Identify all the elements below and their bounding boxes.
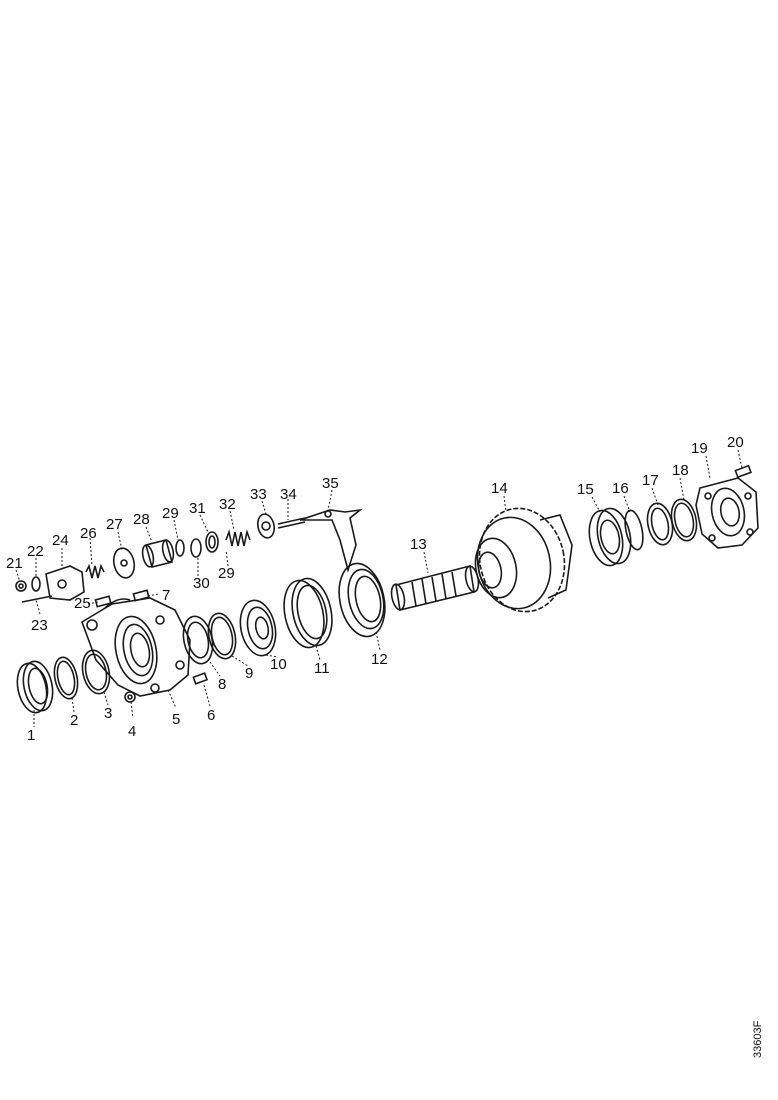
part-35 [299, 508, 363, 573]
part-26 [85, 563, 105, 579]
part-7 [132, 589, 150, 602]
callout-numbers: 1 2 3 4 5 6 7 8 9 10 11 12 13 14 15 16 1… [6, 434, 744, 744]
part-22 [31, 576, 41, 592]
label-1: 1 [27, 727, 35, 744]
part-23 [21, 595, 53, 603]
label-16: 16 [612, 480, 629, 497]
label-29: 29 [162, 505, 179, 522]
label-13: 13 [410, 536, 427, 553]
part-6 [192, 672, 209, 685]
label-22: 22 [27, 543, 44, 560]
part-29 [175, 539, 185, 557]
label-5: 5 [172, 711, 180, 728]
part-32 [225, 529, 251, 547]
part-2 [53, 656, 79, 700]
part-19 [695, 477, 759, 549]
label-12: 12 [371, 651, 388, 668]
label-11: 11 [314, 660, 330, 677]
part-30 [190, 538, 202, 558]
label-9: 9 [245, 665, 253, 682]
part-9 [207, 612, 237, 660]
part-27 [112, 547, 136, 579]
part-21 [15, 580, 27, 592]
label-19: 19 [691, 440, 708, 457]
part-28 [141, 539, 175, 568]
part-4 [124, 691, 136, 703]
part-25 [94, 595, 112, 608]
label-14: 14 [491, 480, 508, 497]
part-1 [16, 660, 54, 714]
label-21: 21 [6, 555, 23, 572]
label-20: 20 [727, 434, 744, 451]
part-12 [338, 562, 386, 638]
part-11 [283, 577, 333, 649]
label-29-b: 29 [218, 565, 235, 582]
label-35: 35 [322, 475, 339, 492]
label-34: 34 [280, 486, 297, 503]
part-14 [474, 507, 573, 613]
label-3: 3 [104, 705, 112, 722]
label-32: 32 [219, 496, 236, 513]
label-6: 6 [207, 707, 215, 724]
part-13 [390, 565, 480, 611]
label-8: 8 [218, 676, 226, 693]
leader-lines [15, 449, 743, 727]
label-2: 2 [70, 712, 78, 729]
label-23: 23 [31, 617, 48, 634]
label-27: 27 [106, 516, 123, 533]
label-26: 26 [80, 525, 97, 542]
label-33: 33 [250, 486, 267, 503]
drawing-code: 33603F [752, 1020, 764, 1058]
part-10 [239, 599, 277, 657]
label-15: 15 [577, 481, 594, 498]
label-28: 28 [133, 511, 150, 528]
part-16 [624, 509, 644, 551]
part-3 [81, 649, 111, 695]
part-17 [646, 502, 674, 546]
label-17: 17 [642, 472, 659, 489]
part-24 [45, 565, 85, 601]
part-20 [734, 464, 752, 479]
label-18: 18 [672, 462, 689, 479]
label-31: 31 [189, 500, 206, 517]
part-5 [81, 597, 191, 697]
label-7: 7 [162, 587, 170, 604]
part-31 [205, 531, 219, 553]
part-33 [256, 513, 276, 539]
label-10: 10 [270, 656, 287, 673]
part-18 [670, 498, 698, 542]
part-8 [182, 615, 214, 665]
part-15 [588, 507, 632, 567]
label-30: 30 [193, 575, 210, 592]
label-4: 4 [128, 723, 136, 740]
label-25: 25 [74, 595, 91, 612]
label-24: 24 [52, 532, 69, 549]
